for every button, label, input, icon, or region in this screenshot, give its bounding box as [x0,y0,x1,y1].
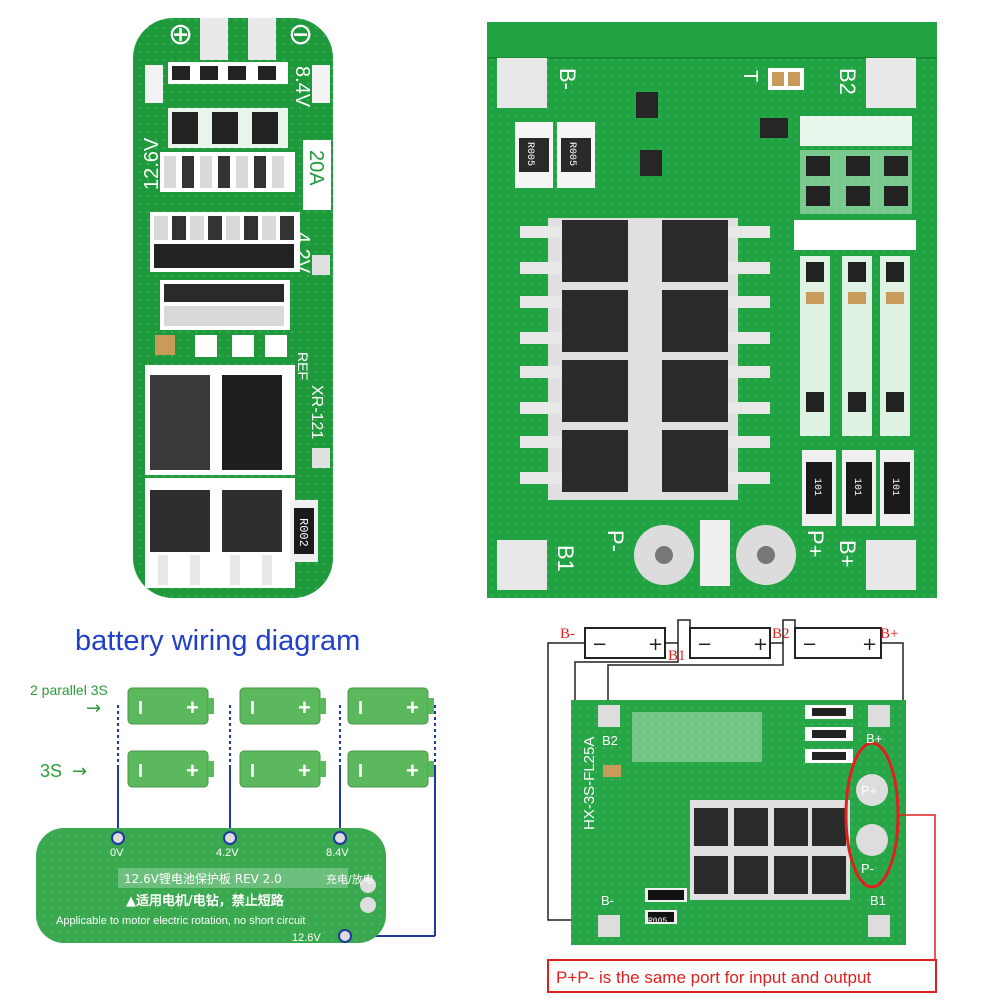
board2-res-label-2: R005 [566,142,577,166]
board1-label-20a: 20A [305,150,327,186]
board1-label-model: XR-121 [308,385,325,439]
tap-0v: 0V [110,847,124,859]
board2-label-p-minus: P- [603,530,628,552]
connection-board [571,700,906,945]
conn-pad-b-minus: B- [601,893,614,908]
conn-label-b-minus: B- [560,626,575,642]
wiring-board-side: 充电/放电 [326,872,374,886]
board2-res-label-1: R005 [524,142,535,166]
cell-1-plus: + [186,695,199,720]
board1-pcb [133,18,333,598]
conn-label-b-plus: B+ [880,626,898,642]
board1-minus-symbol: ⊖ [288,18,313,51]
board1-label-8v4: 8.4V [291,66,313,108]
cell-5-plus: + [298,758,311,783]
wiring-lines [117,705,436,937]
conn-pad-b2: B2 [602,733,618,748]
parallel-label: 2 parallel 3S [30,682,108,698]
cell-2-minus: I [250,698,255,718]
cell-3-minus: I [358,698,363,718]
conn-label-b1: B1 [668,648,686,664]
cell-4-plus: + [186,758,199,783]
wiring-board-cn: ▲适用电机/电钻，禁止短路 [126,893,285,909]
conn-label-b2: B2 [772,626,790,642]
cell-1-minus: I [138,698,143,718]
note-leader-line [898,814,936,960]
note-text: P+P- is the same port for input and outp… [556,968,871,987]
wiring-title: battery wiring diagram [75,625,360,657]
conn-cell-3-minus: − [802,634,817,655]
conn-cell-1-plus: + [648,634,663,655]
board1-label-12v6: 12.6V [141,137,163,190]
board2-label-t: T [739,70,761,82]
board2-label-b1: B1 [553,545,578,572]
board1-label-ref: REF [295,352,311,380]
board2-label-b-minus: B- [555,68,580,90]
cell-4-minus: I [138,761,143,781]
cell-row-parallel [127,687,434,725]
conn-board-model: HX-3S-FL25A [581,737,598,830]
wiring-board-title: 12.6V锂电池保护板 REV 2.0 [124,871,282,886]
tap-4v2: 4.2V [216,847,239,859]
conn-cell-3-plus: + [862,634,877,655]
cell-row-series [127,750,434,788]
series-label: 3S [40,761,62,781]
board1-plus-symbol: ⊕ [168,18,193,51]
cell-5-minus: I [250,761,255,781]
series-arrow: → [72,761,87,782]
board2-res-small-3: 101 [889,478,900,496]
connection-cells [584,627,882,659]
tap-8v4: 8.4V [326,847,349,859]
board2-label-b-plus: B+ [835,540,860,568]
board1-label-res: R002 [296,518,310,547]
tap-12v6: 12.6V [292,932,321,944]
conn-cell-2-minus: − [697,634,712,655]
conn-cell-2-plus: + [753,634,768,655]
board1-20a-box [303,140,331,210]
conn-pad-p-minus: P- [861,861,874,876]
cell-6-minus: I [358,761,363,781]
parallel-arrow: → [86,698,101,719]
board1-label-4v2: 4.2V [291,232,313,274]
board2-label-p-plus: P+ [803,530,828,558]
wiring-board [36,828,386,943]
board2-pcb [487,22,937,598]
conn-pad-p-plus: P+ [861,783,877,798]
board2-res-small-1: 101 [811,478,822,496]
cell-2-plus: + [298,695,311,720]
board2-label-b2: B2 [835,68,860,95]
conn-res-label: R005 [648,917,667,926]
wiring-board-en: Applicable to motor electric rotation, n… [56,915,305,927]
note-box [547,959,937,993]
cell-6-plus: + [406,758,419,783]
conn-pad-b-plus: B+ [866,731,882,746]
conn-pad-b1: B1 [870,893,886,908]
board2-res-small-2: 101 [851,478,862,496]
cell-3-plus: + [406,695,419,720]
conn-cell-1-minus: − [592,634,607,655]
